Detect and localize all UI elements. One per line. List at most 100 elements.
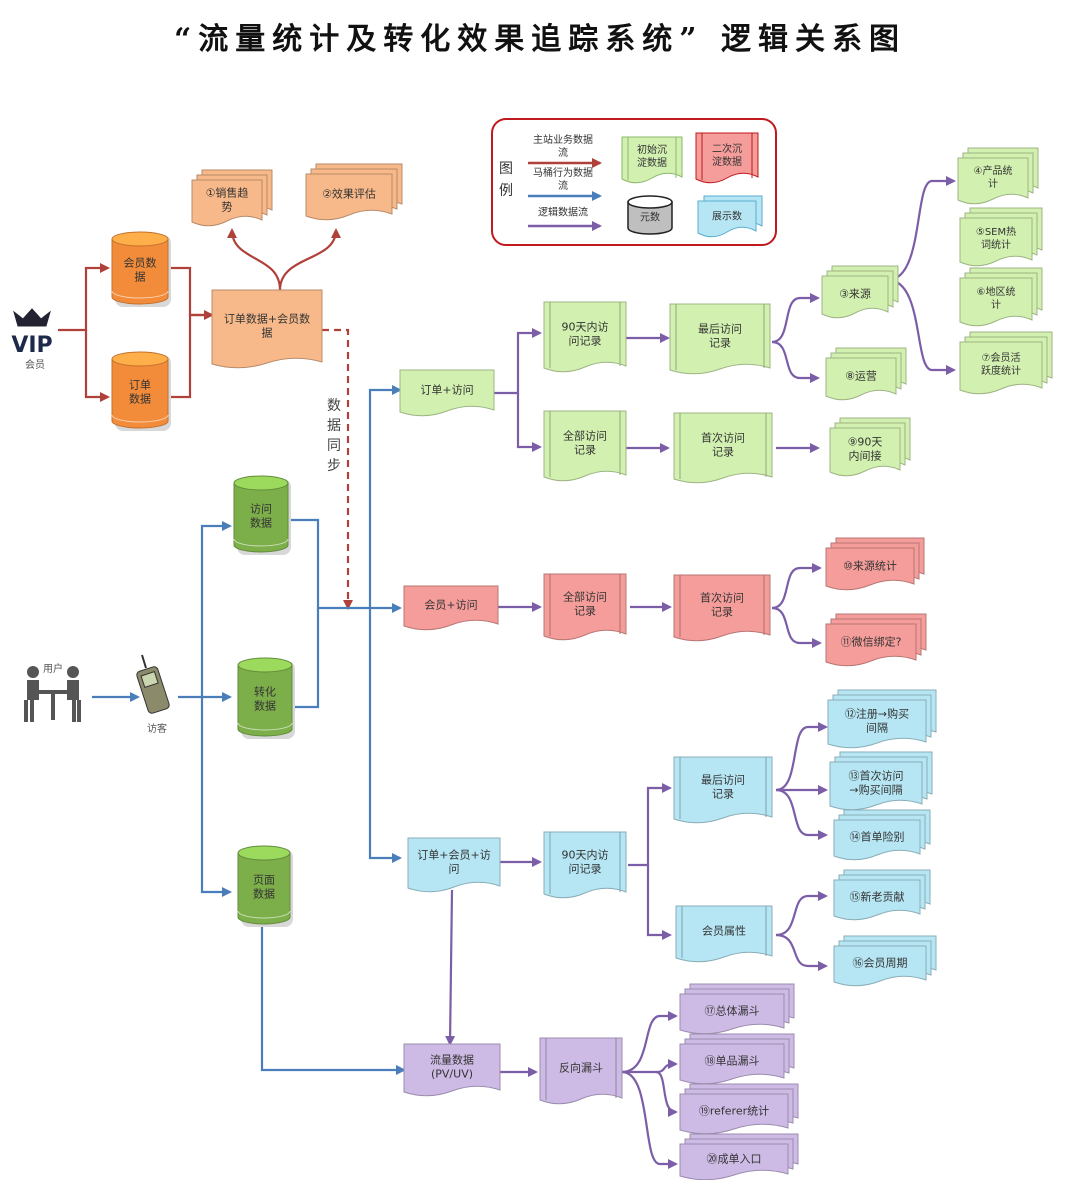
reverse-funnel-node: 反向漏斗 — [539, 1037, 623, 1105]
svg-text:数据: 数据 — [253, 887, 275, 901]
vip-to-member-data — [58, 263, 110, 332]
svg-text:⑩来源统计: ⑩来源统计 — [843, 559, 897, 573]
svg-text:据: 据 — [262, 326, 273, 340]
new-old-15-node: ⑮新老贡献 — [833, 869, 931, 921]
svg-text:⑳成单入口: ⑳成单入口 — [707, 1153, 762, 1166]
svg-text:⑪微信绑定?: ⑪微信绑定? — [841, 635, 902, 649]
svg-text:全部访问: 全部访问 — [563, 590, 607, 604]
svg-text:数: 数 — [327, 398, 341, 414]
svg-text:展示数: 展示数 — [712, 210, 742, 223]
order-data-db: 订单数据 — [111, 351, 171, 431]
svg-text:订单+访问: 订单+访问 — [420, 384, 473, 397]
svg-text:首次访问: 首次访问 — [701, 431, 745, 445]
svg-text:流量数据: 流量数据 — [430, 1053, 474, 1067]
svg-text:⑲referer统计: ⑲referer统计 — [699, 1105, 769, 1118]
total-17-node: ⑰总体漏斗 — [679, 983, 795, 1035]
svg-text:⑱单品漏斗: ⑱单品漏斗 — [705, 1055, 760, 1068]
svg-text:图: 图 — [499, 161, 513, 177]
svg-text:马桶行为数据: 马桶行为数据 — [533, 166, 593, 179]
svg-text:页面: 页面 — [253, 874, 275, 887]
svg-text:反向漏斗: 反向漏斗 — [559, 1061, 603, 1075]
svg-text:⑥地区统: ⑥地区统 — [977, 285, 1016, 298]
attr-fan-1 — [775, 933, 828, 971]
reverse-fan-1 — [621, 1070, 678, 1169]
reverse-fan-0 — [621, 1011, 678, 1074]
svg-text:③来源: ③来源 — [839, 287, 871, 301]
svg-text:记录: 记录 — [574, 605, 596, 618]
first-b-fan-1 — [771, 606, 822, 648]
90c-to-attr — [646, 865, 672, 940]
nodes: 图例主站业务数据流马桶行为数据流逻辑数据流初始沉淀数据二次沉淀数据元数展示数VI… — [11, 118, 1053, 1180]
svg-text:元数: 元数 — [640, 211, 660, 224]
svg-text:⑨90天: ⑨90天 — [848, 436, 883, 449]
merge-to-sales — [227, 228, 282, 291]
svg-text:最后访问: 最后访问 — [701, 774, 745, 787]
svg-text:会员+访问: 会员+访问 — [424, 599, 477, 612]
svg-text:据: 据 — [327, 418, 341, 434]
reverse-to-19 — [655, 1070, 678, 1117]
svg-text:②效果评估: ②效果评估 — [322, 187, 376, 201]
referer-19-node: ⑲referer统计 — [679, 1083, 799, 1135]
svg-text:逻辑数据流: 逻辑数据流 — [538, 206, 588, 219]
svg-text:记录: 记录 — [711, 606, 733, 619]
order-visit-to-allvisit-a — [516, 393, 542, 452]
first-13-node: ⑬首次访问→购买间隔 — [829, 751, 933, 811]
svg-text:全部访问: 全部访问 — [563, 429, 607, 443]
svg-text:会员数: 会员数 — [124, 257, 157, 270]
first-b-fan-0 — [771, 563, 822, 610]
svg-text:⑧运营: ⑧运营 — [845, 369, 877, 383]
svg-text:计: 计 — [991, 298, 1001, 311]
svg-text:数据: 数据 — [129, 392, 151, 406]
conversion-join — [290, 608, 320, 709]
svg-text:淀数据: 淀数据 — [637, 156, 667, 169]
svg-text:访问: 访问 — [250, 503, 272, 516]
first-order-14-node: ⑭首单险别 — [833, 809, 931, 861]
svg-text:90天内访: 90天内访 — [562, 320, 609, 334]
member-visit-node: 会员+访问 — [403, 585, 499, 631]
svg-text:计: 计 — [988, 177, 998, 190]
svg-text:间隔: 间隔 — [866, 722, 888, 735]
svg-text:⑮新老贡献: ⑮新老贡献 — [850, 890, 905, 904]
svg-text:问: 问 — [449, 863, 460, 876]
svg-text:④产品统: ④产品统 — [974, 164, 1013, 177]
svg-text:据: 据 — [135, 270, 146, 284]
svg-text:记录: 记录 — [712, 446, 734, 459]
page-to-traffic — [260, 924, 406, 1075]
order-visit-to-90a — [494, 328, 542, 395]
svg-text:记录: 记录 — [712, 788, 734, 801]
svg-text:记录: 记录 — [709, 337, 731, 350]
svg-text:例: 例 — [499, 183, 513, 199]
svg-text:转化: 转化 — [254, 685, 276, 699]
visitor-to-page — [200, 697, 232, 897]
svg-text:⑬首次访问: ⑬首次访问 — [849, 769, 904, 783]
legend: 图例主站业务数据流马桶行为数据流逻辑数据流初始沉淀数据二次沉淀数据元数展示数 — [491, 118, 777, 246]
single-18-node: ⑱单品漏斗 — [679, 1033, 795, 1085]
phone-icon: 访客 — [136, 654, 170, 735]
svg-text:词统计: 词统计 — [981, 238, 1011, 251]
order-data-to-merge — [168, 313, 212, 399]
member-attr-node: 会员属性 — [675, 905, 773, 963]
svg-text:⑤SEM热: ⑤SEM热 — [976, 225, 1016, 238]
svg-text:跃度统计: 跃度统计 — [981, 364, 1021, 377]
svg-text:(PV/UV): (PV/UV) — [431, 1068, 473, 1081]
vip-label: VIP — [11, 333, 52, 358]
svg-text:同: 同 — [327, 438, 341, 454]
omv-to-traffic — [445, 889, 456, 1046]
svg-text:步: 步 — [327, 458, 341, 474]
svg-text:淀数据: 淀数据 — [712, 155, 742, 168]
